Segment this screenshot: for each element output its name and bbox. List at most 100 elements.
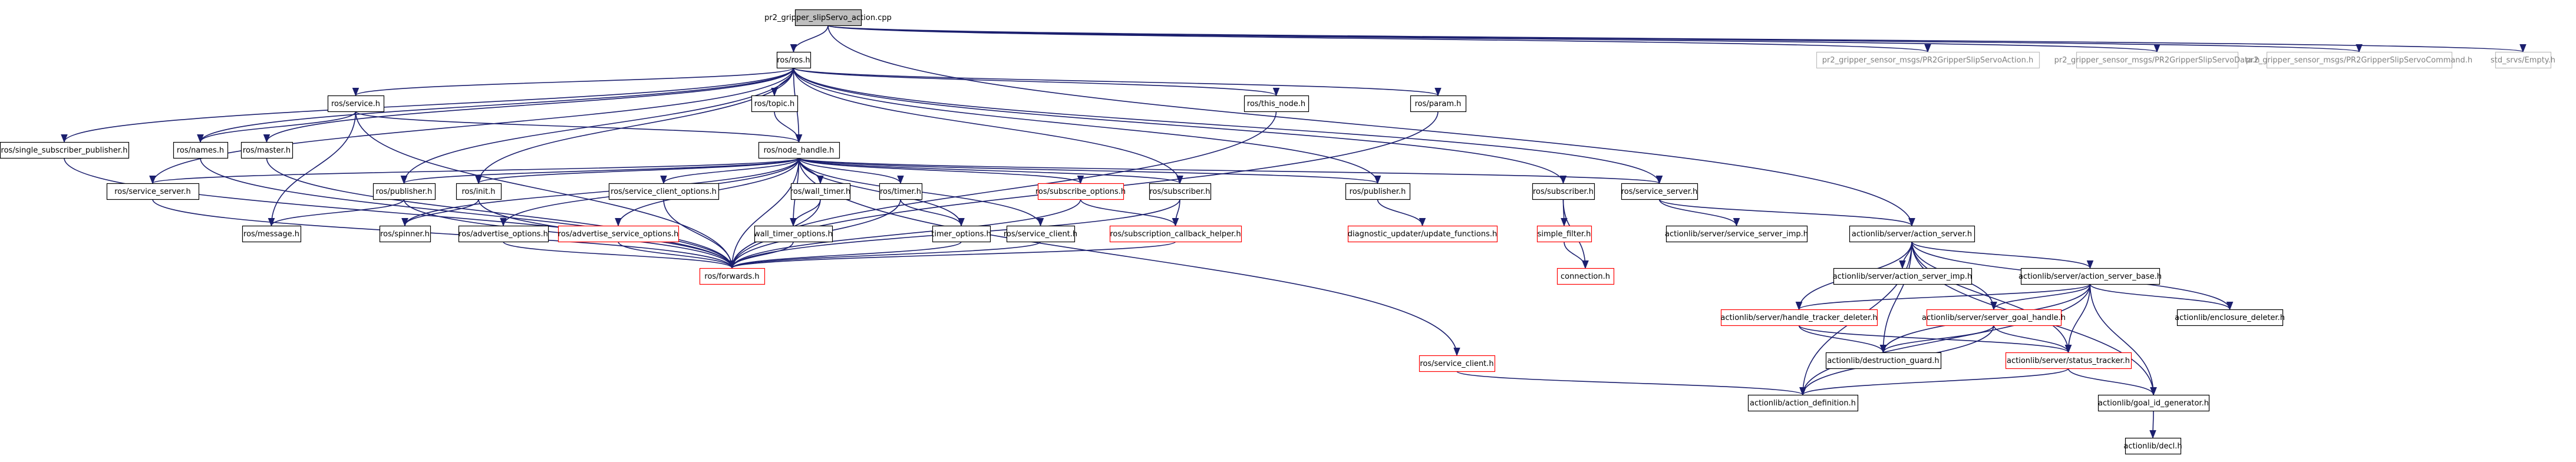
node-topic[interactable]: ros/topic.h bbox=[751, 95, 799, 113]
node-msg-action: pr2_gripper_sensor_msgs/PR2GripperSlipSe… bbox=[1816, 51, 2040, 69]
node-enclosure-deleter[interactable]: actionlib/enclosure_deleter.h bbox=[2175, 309, 2285, 326]
node-box bbox=[1556, 268, 1615, 285]
edge-root-to-action_server bbox=[827, 25, 1915, 227]
node-master[interactable]: ros/master.h bbox=[240, 141, 293, 159]
node-label: pr2_gripper_sensor_msgs/PR2GripperSlipSe… bbox=[1822, 56, 2033, 65]
edge-service-to-names bbox=[197, 111, 357, 143]
node-param[interactable]: ros/param.h bbox=[1410, 95, 1467, 113]
edge-root-to-std_empty bbox=[827, 25, 2526, 53]
node-diag-publisher[interactable]: ros/publisher.h bbox=[1345, 183, 1411, 200]
node-timer[interactable]: ros/timer.h bbox=[879, 183, 923, 200]
node-box bbox=[608, 183, 720, 200]
node-label: pr2_gripper_sensor_msgs/PR2GripperSlipSe… bbox=[2054, 56, 2260, 65]
node-action-definition[interactable]: actionlib/action_definition.h bbox=[1747, 394, 1859, 412]
node-wall-timer[interactable]: ros/wall_timer.h bbox=[790, 183, 850, 200]
node-label: ros/message.h bbox=[243, 230, 299, 239]
node-service-client[interactable]: ros/service_client.h bbox=[1004, 225, 1077, 243]
edge-service_server2-to-as_server_imp bbox=[1658, 199, 1740, 227]
node-service[interactable]: ros/service.h bbox=[327, 95, 385, 113]
node-action-server-base[interactable]: actionlib/server/action_server_base.h bbox=[2018, 268, 2162, 285]
node-forwards[interactable]: ros/forwards.h bbox=[699, 268, 766, 285]
node-box bbox=[1825, 352, 1942, 369]
node-goal-id-generator[interactable]: actionlib/goal_id_generator.h bbox=[2097, 394, 2210, 412]
node-box bbox=[1926, 309, 2062, 326]
node-label: ros/service_server.h bbox=[1621, 187, 1698, 196]
node-msg-cmd: pr2_gripper_sensor_msgs/PR2GripperSlipSe… bbox=[2246, 51, 2472, 69]
edge-root-to-msg_cmd bbox=[827, 25, 2362, 53]
node-label: actionlib/enclosure_deleter.h bbox=[2175, 314, 2285, 322]
node-diag-updater[interactable]: diagnostic_updater/update_functions.h bbox=[1348, 225, 1498, 243]
node-single-sub-pub[interactable]: ros/single_subscriber_publisher.h bbox=[0, 141, 130, 159]
edge-subscribe_options-to-sub_cb_helper bbox=[1080, 199, 1179, 227]
node-label: ros/subscribe_options.h bbox=[1035, 187, 1126, 196]
edge-advertise_service_options-to-forwards bbox=[618, 241, 735, 269]
node-label: ros/init.h bbox=[461, 187, 495, 196]
node-box bbox=[1244, 95, 1310, 113]
node-ros-ros[interactable]: ros/ros.h bbox=[776, 51, 812, 69]
edge-names-to-forwards bbox=[200, 157, 735, 269]
node-box bbox=[1410, 95, 1467, 113]
node-status-tracker[interactable]: actionlib/server/status_tracker.h bbox=[2005, 352, 2132, 369]
node-handle-tracker[interactable]: actionlib/server/handle_tracker_deleter.… bbox=[1720, 309, 1878, 326]
node-ros-service-client[interactable]: ros/service_client.h bbox=[1419, 355, 1496, 372]
node-label: ros/forwards.h bbox=[704, 272, 759, 281]
node-names[interactable]: ros/names.h bbox=[173, 141, 229, 159]
edge-init-to-spinner bbox=[401, 199, 479, 227]
node-simple-filter[interactable]: simple_filter.h bbox=[1536, 225, 1592, 243]
node-subscriber[interactable]: ros/subscriber.h bbox=[1149, 183, 1212, 200]
node-label: ros/param.h bbox=[1415, 100, 1462, 108]
node-diag-subscriber[interactable]: ros/subscriber.h bbox=[1532, 183, 1595, 200]
node-message[interactable]: ros/message.h bbox=[242, 225, 302, 243]
node-label: pr2_gripper_slipServo_action.cpp bbox=[764, 14, 892, 22]
node-action-server[interactable]: actionlib/server/action_server.h bbox=[1849, 225, 1975, 243]
node-service-server2[interactable]: ros/service_server.h bbox=[1621, 183, 1698, 200]
edge-ros_ros-to-single_sub_pub bbox=[61, 67, 794, 143]
node-timer-options[interactable]: timer_options.h bbox=[931, 225, 991, 243]
edge-ros_ros-to-service_server2 bbox=[793, 67, 1663, 184]
node-label: actionlib/server/handle_tracker_deleter.… bbox=[1720, 314, 1877, 322]
edge-ros_ros-to-param bbox=[793, 67, 1442, 97]
node-label: simple_filter.h bbox=[1538, 230, 1591, 239]
edge-timer-to-timer_options bbox=[900, 199, 965, 227]
node-box bbox=[776, 51, 812, 69]
node-node-handle[interactable]: ros/node_handle.h bbox=[758, 141, 840, 159]
node-action-server-imp[interactable]: actionlib/server/action_server_imp.h bbox=[1833, 268, 1972, 285]
node-label: ros/spinner.h bbox=[380, 230, 430, 239]
node-box bbox=[1419, 355, 1496, 372]
node-box bbox=[2266, 51, 2453, 69]
node-label: actionlib/server/action_server_base.h bbox=[2018, 272, 2162, 281]
node-label: timer_options.h bbox=[931, 230, 991, 239]
node-advertise-options[interactable]: ros/advertise_options.h bbox=[458, 225, 549, 243]
node-service-server[interactable]: ros/service_server.h bbox=[106, 183, 200, 200]
node-sub-cb-helper[interactable]: ros/subscription_callback_helper.h bbox=[1109, 225, 1242, 243]
node-spinner[interactable]: ros/spinner.h bbox=[379, 225, 431, 243]
edge-service-to-forwards bbox=[355, 111, 735, 269]
node-advertise-service-options[interactable]: ros/advertise_service_options.h bbox=[558, 225, 680, 243]
edge-status_tracker-to-goal_id_generator bbox=[2067, 368, 2157, 396]
node-box bbox=[173, 141, 229, 159]
node-service-client-options[interactable]: ros/service_client_options.h bbox=[608, 183, 720, 200]
node-destruction-guard[interactable]: actionlib/destruction_guard.h bbox=[1825, 352, 1942, 369]
node-box bbox=[2125, 437, 2182, 455]
graph-nodes: pr2_gripper_slipServo_action.cpp ros/ros.… bbox=[0, 9, 2555, 455]
node-subscribe-options[interactable]: ros/subscribe_options.h bbox=[1035, 183, 1126, 200]
node-root[interactable]: pr2_gripper_slipServo_action.cpp bbox=[764, 9, 892, 27]
node-decl[interactable]: actionlib/decl.h bbox=[2123, 437, 2182, 455]
node-box bbox=[1037, 183, 1124, 200]
node-wall-timer-options[interactable]: wall_timer_options.h bbox=[754, 225, 833, 243]
node-label: ros/timer.h bbox=[880, 187, 921, 196]
node-this-node[interactable]: ros/this_node.h bbox=[1244, 95, 1310, 113]
edge-service_client-to-forwards bbox=[728, 241, 1041, 269]
node-publisher[interactable]: ros/publisher.h bbox=[372, 183, 436, 200]
node-box bbox=[1532, 183, 1595, 200]
edge-ros_ros-to-names bbox=[197, 67, 794, 143]
edge-node_handle-to-init bbox=[475, 157, 800, 184]
node-box bbox=[794, 9, 862, 27]
node-server-goal-handle[interactable]: actionlib/server/server_goal_handle.h bbox=[1922, 309, 2066, 326]
edge-action_server-to-destruction_guard bbox=[1879, 241, 1912, 354]
node-init[interactable]: ros/init.h bbox=[456, 183, 502, 200]
node-connection[interactable]: connection.h bbox=[1556, 268, 1615, 285]
node-as-server-imp[interactable]: actionlib/server/service_server_imp.h bbox=[1665, 225, 1808, 243]
node-label: actionlib/server/action_server.h bbox=[1852, 230, 1972, 239]
